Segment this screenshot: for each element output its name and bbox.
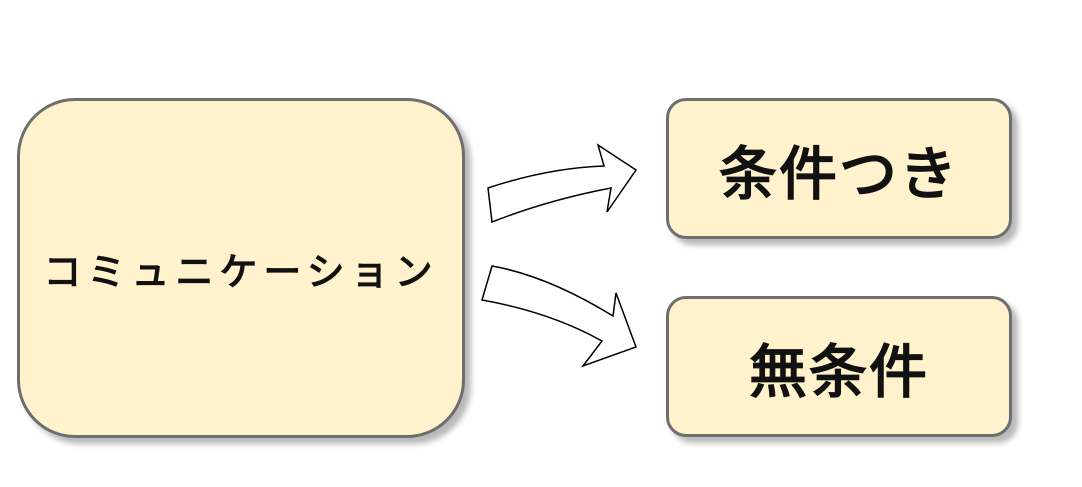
arrow-to-conditional (487, 143, 638, 224)
target-node-conditional-label: 条件つき (718, 139, 959, 208)
target-node-unconditional: 無条件 (666, 296, 1012, 437)
arrow-to-unconditional (481, 265, 637, 368)
target-node-unconditional-label: 無条件 (748, 337, 929, 406)
source-node-label: コミュニケーション (43, 249, 439, 294)
target-node-conditional: 条件つき (666, 98, 1012, 239)
source-node: コミュニケーション (17, 98, 465, 438)
